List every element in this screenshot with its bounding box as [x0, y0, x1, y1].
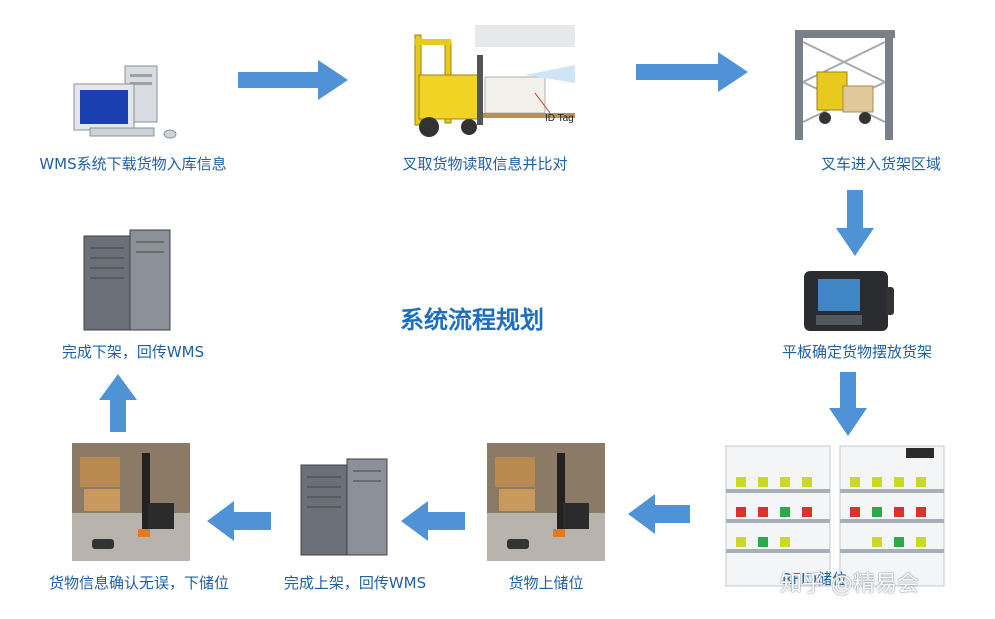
step-warehouse-out — [72, 443, 190, 561]
step-label-2: 叉取货物读取信息并比对 — [402, 155, 568, 173]
watermark: 知乎 @精易会 — [780, 572, 919, 597]
step-label-6: 货物上储位 — [508, 574, 584, 592]
forklift-icon — [414, 25, 575, 137]
step-label-3: 叉车进入货架区域 — [820, 155, 941, 173]
server-icon — [83, 229, 171, 331]
id-tag-label: ID Tag — [545, 113, 574, 124]
step-tablet — [800, 267, 895, 335]
step-label-4: 平板确定货物摆放货架 — [781, 343, 932, 361]
gate-forklift-icon — [795, 30, 895, 140]
warehouse-photo-icon — [72, 443, 190, 561]
computer-icon — [73, 65, 177, 139]
warehouse-photo-icon — [487, 443, 605, 561]
server-icon — [300, 458, 388, 556]
tablet-icon — [804, 271, 894, 331]
diagram-title: 系统流程规划 — [400, 306, 544, 334]
step-label-7: 完成上架，回传WMS — [283, 574, 427, 592]
step-label-1: WMS系统下载货物入库信息 — [39, 155, 227, 173]
step-warehouse-in — [487, 443, 605, 561]
step-label-5: RFID储位 — [782, 570, 848, 588]
step-server-download — [80, 228, 175, 333]
step-label-9: 完成下架，回传WMS — [61, 343, 205, 361]
step-rfid-shelf: RFID储位 — [722, 444, 952, 589]
step-server-upload — [297, 457, 392, 557]
shelf-icon — [725, 445, 945, 587]
step-forklift: ID Tag — [405, 25, 580, 140]
step-gate — [785, 22, 915, 142]
step-computer — [70, 62, 190, 142]
step-label-8: 货物信息确认无误，下储位 — [48, 574, 229, 592]
